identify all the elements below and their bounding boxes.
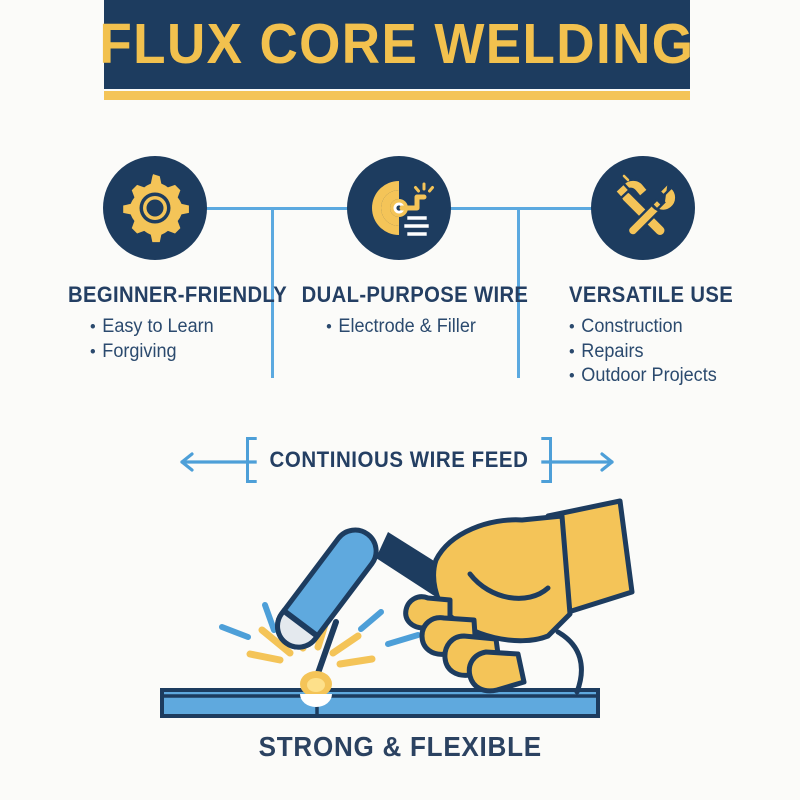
wire-feed-label: CONTINIOUS WIRE FEED: [256, 437, 542, 483]
welding-torch-illustration: [160, 498, 635, 718]
feature-bullets-1: Easy to Learn Forgiving: [68, 315, 268, 364]
gloved-hand: [403, 498, 635, 694]
feature-column-1: BEGINNER-FRIENDLY Easy to Learn Forgivin…: [68, 282, 288, 364]
list-item: Construction: [569, 315, 759, 339]
list-item: Forgiving: [90, 340, 259, 364]
feature-column-2: DUAL-PURPOSE WIRE Electrode & Filler: [293, 282, 529, 340]
list-item: Repairs: [569, 340, 759, 364]
wire-feed-banner: CONTINIOUS WIRE FEED: [0, 430, 800, 492]
connector-vertical-line-2: [517, 208, 520, 378]
list-item: Easy to Learn: [90, 315, 259, 339]
caption-text: STRONG & FLEXIBLE: [258, 731, 542, 762]
list-item: Outdoor Projects: [569, 364, 759, 388]
feature-heading-3: VERSATILE USE: [569, 282, 734, 307]
metal-plate: [160, 688, 600, 718]
title-underline-bar: [104, 91, 690, 100]
feature-icon-circle-2: [347, 156, 451, 260]
feature-heading-2: DUAL-PURPOSE WIRE: [301, 282, 529, 307]
feature-bullets-3: Construction Repairs Outdoor Projects: [569, 315, 769, 388]
feature-icon-circle-1: [103, 156, 207, 260]
spark-rays-blue: [219, 602, 421, 647]
wire-spool-icon: [372, 181, 434, 236]
page-title: FLUX CORE WELDING: [99, 12, 695, 76]
feature-bullets-2: Electrode & Filler: [293, 315, 509, 339]
feature-heading-1: BEGINNER-FRIENDLY: [68, 282, 288, 307]
feature-icon-circle-3: [591, 156, 695, 260]
title-banner: FLUX CORE WELDING: [99, 0, 693, 89]
caption-label: STRONG & FLEXIBLE: [0, 731, 800, 763]
gear-icon: [123, 174, 189, 243]
list-item: Electrode & Filler: [298, 315, 503, 339]
hammer-wrench-icon: [613, 174, 678, 238]
weld-point-glow: [300, 671, 332, 707]
connector-vertical-line-1: [271, 208, 274, 378]
welding-cable: [555, 629, 584, 695]
feature-column-3: VERSATILE USE Construction Repairs Outdo…: [569, 282, 769, 388]
